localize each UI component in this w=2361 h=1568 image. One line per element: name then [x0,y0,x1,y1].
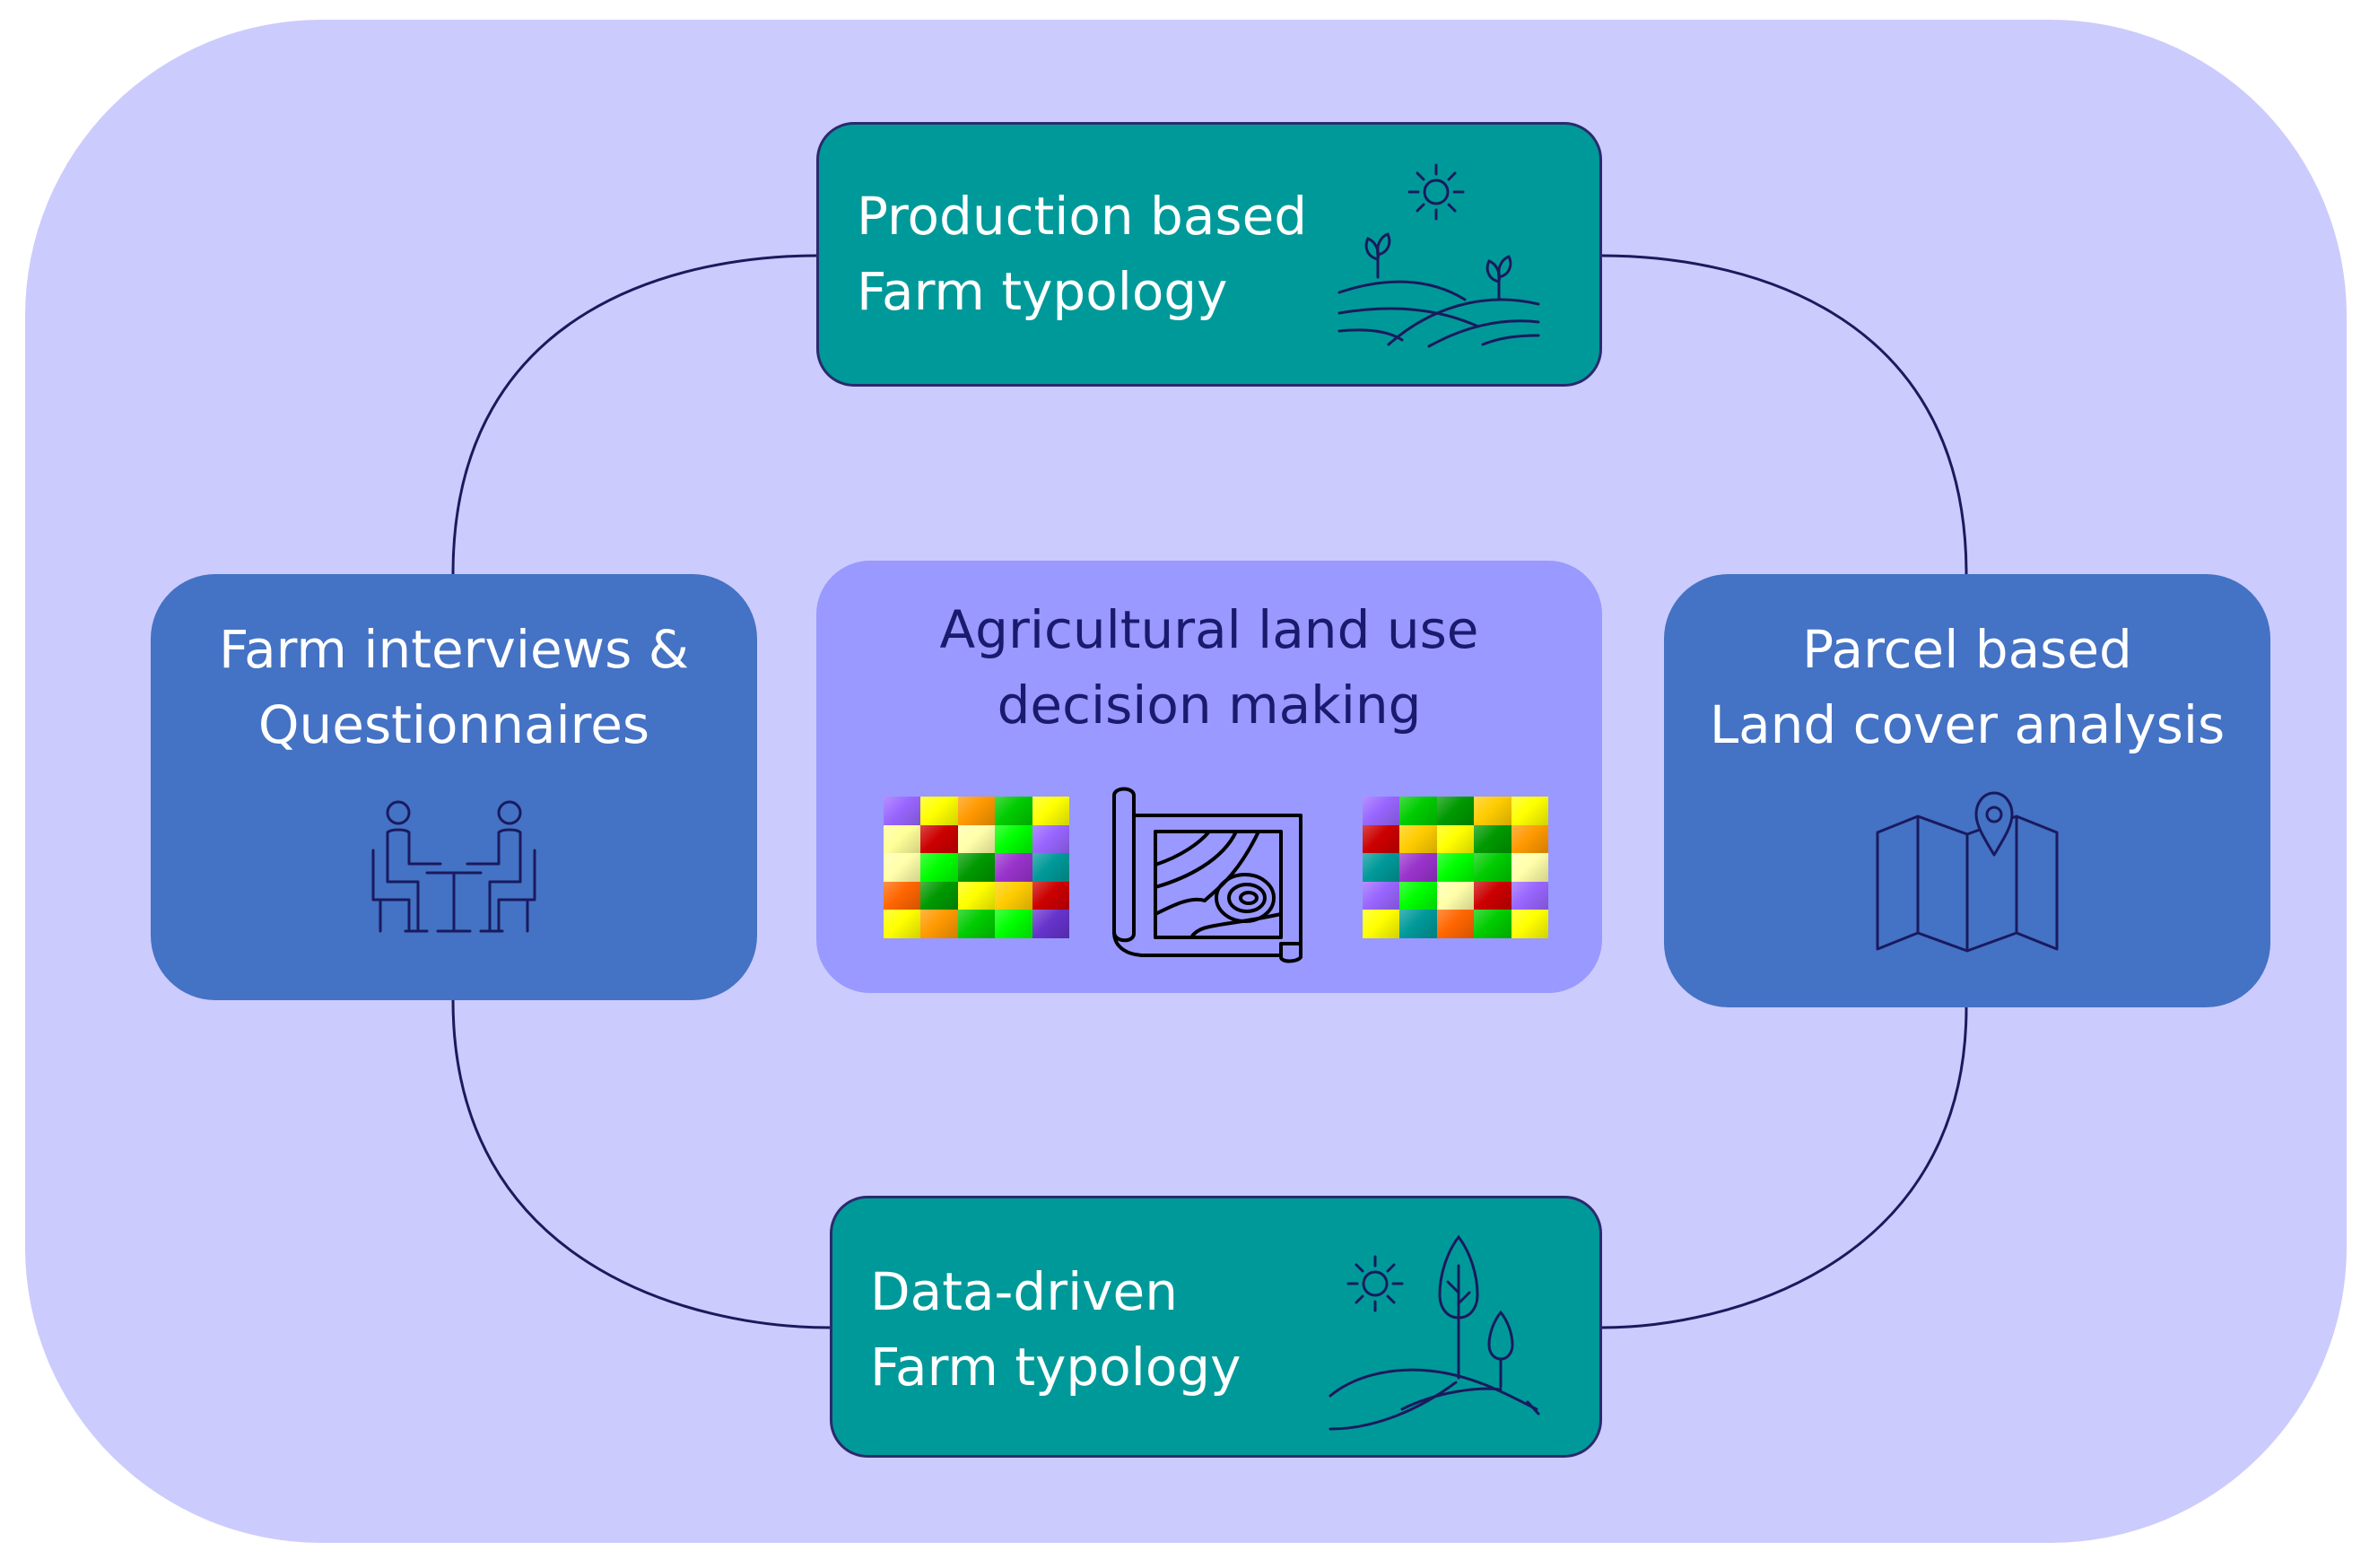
grid-cell [1436,910,1475,938]
grid-cell [1399,881,1437,910]
grid-cell [995,910,1032,938]
grid-cell [884,824,921,854]
grid-cell [957,881,996,910]
grid-cell [920,853,958,882]
farm-interviews-box: Farm interviews & Questionnaires [151,574,757,1000]
grid-cell [1436,797,1475,825]
grid-cell [1474,910,1512,938]
land-cover-analysis-label: Parcel based Land cover analysis [1709,619,2226,755]
grid-cell [884,881,921,910]
grid-cell [1474,853,1512,882]
grid-cell [1399,824,1437,854]
grid-cell [920,910,958,938]
grid-cell [1363,797,1400,825]
grid-cell [1032,853,1069,882]
grid-cell [1436,824,1475,854]
grid-cell [1363,824,1400,854]
production-typology-box: Production based Farm typology [816,122,1602,387]
grid-cell [1399,853,1437,882]
grid-cell [1474,824,1512,854]
grid-cell [1511,853,1548,882]
hills-trees-sun-icon [1329,1234,1540,1431]
land-cover-grid-icon [1363,797,1548,938]
grid-cell [1363,910,1400,938]
topographic-map-scroll-icon [1112,787,1302,963]
grid-cell [1511,910,1548,938]
grid-cell [920,824,958,854]
grid-cell [1363,881,1400,910]
land-cover-analysis-box: Parcel based Land cover analysis [1664,574,2270,1007]
grid-cell [1032,824,1069,854]
grid-cell [1032,881,1069,910]
production-typology-label: Production based Farm typology [857,186,1308,322]
farm-interviews-label: Farm interviews & Questionnaires [219,619,689,755]
data-driven-typology-box: Data-driven Farm typology [830,1196,1602,1458]
fields-sprout-sun-icon [1337,163,1540,348]
grid-cell [1474,797,1512,825]
data-driven-typology-label: Data-driven Farm typology [870,1261,1241,1398]
decision-making-box: Agricultural land use decision making [816,561,1602,993]
grid-cell [957,910,996,938]
decision-making-label: Agricultural land use decision making [939,599,1479,736]
grid-cell [1511,881,1548,910]
grid-cell [1363,853,1400,882]
grid-cell [884,910,921,938]
grid-cell [884,797,921,825]
grid-cell [1399,910,1437,938]
grid-cell [1474,881,1512,910]
grid-cell [995,881,1032,910]
grid-cell [920,881,958,910]
grid-cell [957,797,996,825]
grid-cell [957,853,996,882]
connector-top-right [1601,254,1968,575]
grid-cell [920,797,958,825]
grid-cell [1436,853,1475,882]
grid-cell [995,797,1032,825]
connector-top-left [451,254,817,575]
grid-cell [995,824,1032,854]
connector-bottom-right [1601,1006,1968,1329]
grid-cell [1032,797,1069,825]
grid-cell [1511,797,1548,825]
map-pin-icon [1876,791,2059,953]
grid-cell [1399,797,1437,825]
grid-cell [1032,910,1069,938]
interview-meeting-icon [371,800,536,933]
grid-cell [1511,824,1548,854]
grid-cell [995,853,1032,882]
grid-cell [957,824,996,854]
grid-cell [1436,881,1475,910]
grid-cell [884,853,921,882]
connector-bottom-left [451,999,831,1329]
land-cover-grid-icon [884,797,1069,938]
